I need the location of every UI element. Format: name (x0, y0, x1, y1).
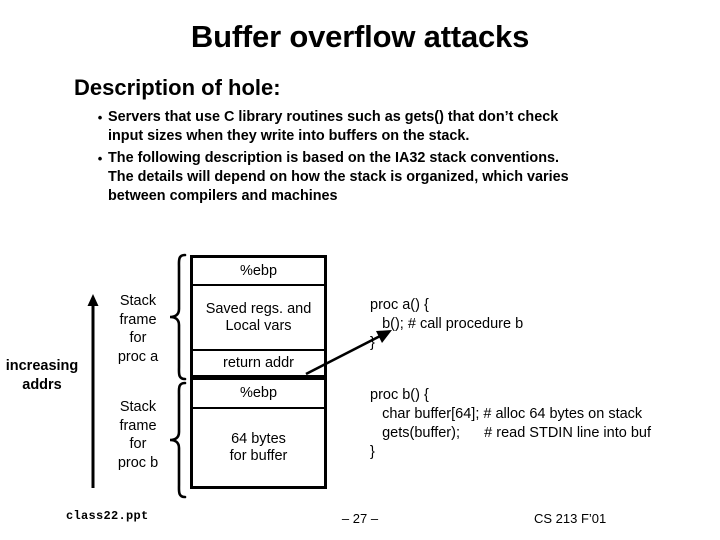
up-arrow-icon (84, 294, 102, 488)
code-block-proc-a: proc a() { b(); # call procedure b } (370, 297, 524, 351)
stack-diagram: %ebp Saved regs. and Local vars return a… (190, 255, 327, 489)
curly-brace-icon (168, 253, 188, 381)
bullet-dot-icon: • (97, 151, 103, 166)
list-item: • The following description is based on … (92, 149, 692, 206)
arrow-pointer-icon (304, 322, 400, 376)
footer-course-label: CS 213 F’01 (534, 511, 607, 526)
code-block-proc-b: proc b() { char buffer[64]; # alloc 64 b… (370, 387, 652, 460)
stack-frame-label-proc-b: Stack frame for proc b (117, 399, 159, 471)
bullet-dot-icon: • (97, 110, 103, 125)
stack-cell-ebp-a: %ebp (193, 258, 324, 286)
stack-cell-saved-regs: Saved regs. and Local vars (193, 286, 324, 351)
list-item: • Servers that use C library routines su… (92, 108, 692, 146)
section-heading: Description of hole: (74, 75, 281, 100)
list-item-text: The following description is based on th… (108, 150, 569, 204)
page-title: Buffer overflow attacks (190, 19, 530, 54)
stack-cell-ebp-b: %ebp (193, 380, 324, 409)
bullet-list: • Servers that use C library routines su… (92, 108, 692, 209)
stack-cell-buffer: 64 bytes for buffer (193, 409, 324, 486)
stack-frame-label-proc-a: Stack frame for proc a (117, 293, 159, 365)
increasing-addrs-label: increasing addrs (5, 358, 79, 393)
list-item-text: Servers that use C library routines such… (108, 109, 559, 144)
footer-filename: class22.ppt (66, 509, 149, 523)
stack-cell-return-addr: return addr (193, 351, 324, 380)
curly-brace-icon (168, 381, 188, 499)
footer-page-number: – 27 – (341, 511, 379, 526)
